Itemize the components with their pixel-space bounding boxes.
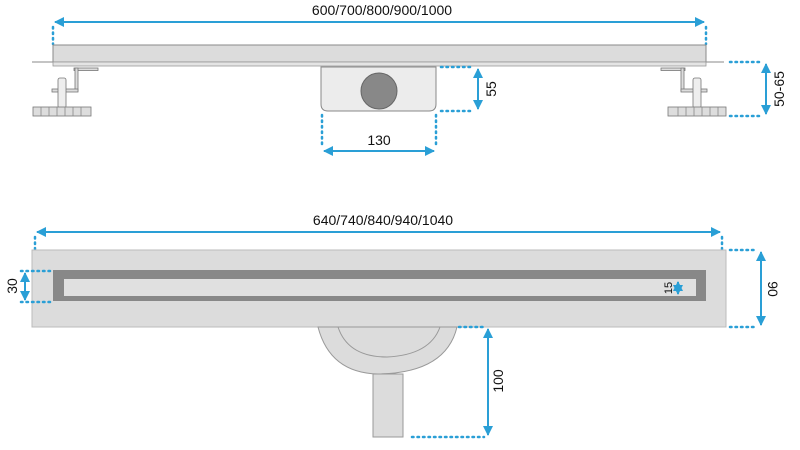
grate-width-label: 30 [4,278,20,294]
outlet-hole [360,72,398,110]
outlet-height-label: 55 [483,81,499,97]
outlet-length-label: 100 [490,369,506,393]
drain-channel [52,44,707,63]
right-leveling-foot [660,67,727,117]
adjust-height-label: 50-65 [771,71,787,107]
left-leveling-foot [32,67,99,117]
length-label: 640/740/840/940/1040 [313,212,453,228]
plan-view: 640/740/840/940/1040 15 30 90 100 [4,212,781,439]
width-label: 90 [765,281,781,297]
grate-slot [64,279,696,296]
slot-width-label: 15 [663,282,675,294]
outlet-pipe [372,373,404,438]
length-label: 600/700/800/900/1000 [312,2,452,18]
outlet-width-label: 130 [367,132,391,148]
outlet-bowl-inner [337,326,441,358]
side-view: 600/700/800/900/1000 55 [32,2,787,156]
